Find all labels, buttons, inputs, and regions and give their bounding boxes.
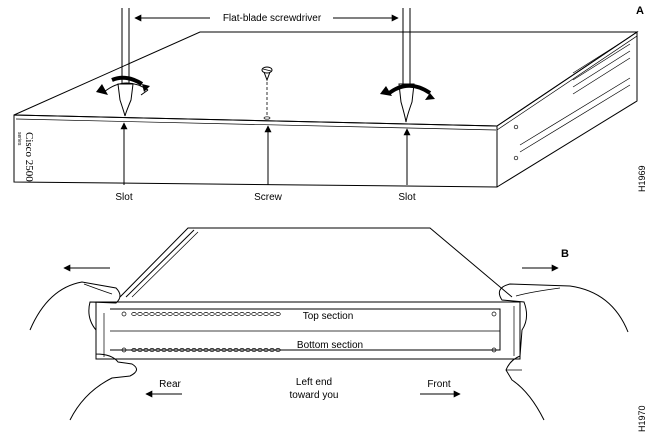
chassis-seam bbox=[15, 118, 497, 131]
vent-hole bbox=[227, 348, 233, 352]
vent-hole bbox=[221, 348, 227, 352]
left-end-label-1: Left end bbox=[296, 377, 332, 388]
vent-hole bbox=[179, 312, 185, 316]
svg-text:series: series bbox=[16, 132, 22, 146]
chassis-cover bbox=[119, 227, 513, 298]
vent-hole bbox=[269, 348, 275, 352]
slot-right-label: Slot bbox=[398, 192, 415, 203]
chassis-top-face bbox=[13, 31, 639, 127]
vent-hole bbox=[221, 312, 227, 316]
left-end-label-2: toward you bbox=[290, 390, 339, 401]
vent-hole bbox=[251, 348, 257, 352]
vent-hole bbox=[257, 312, 263, 316]
brand-logo: Cisco 2500 series bbox=[16, 132, 35, 182]
slot-left-label: Slot bbox=[115, 192, 132, 203]
vent-hole bbox=[197, 348, 203, 352]
vent-hole bbox=[269, 312, 275, 316]
vent-hole bbox=[179, 348, 185, 352]
screw-label: Screw bbox=[254, 192, 283, 203]
vent-hole bbox=[143, 312, 149, 316]
vent-hole bbox=[197, 312, 203, 316]
rear-label: Rear bbox=[159, 379, 181, 390]
vent-hole bbox=[173, 312, 179, 316]
vent-hole bbox=[161, 312, 167, 316]
vent-hole bbox=[185, 312, 191, 316]
vent-hole bbox=[167, 312, 173, 316]
side-vents bbox=[513, 36, 631, 161]
screw bbox=[261, 66, 273, 120]
vent-holes-top bbox=[121, 311, 497, 317]
right-hand bbox=[498, 283, 629, 421]
vent-hole bbox=[263, 348, 269, 352]
vent-hole bbox=[173, 348, 179, 352]
panel-a-letter: A bbox=[636, 5, 644, 17]
vent-hole bbox=[143, 348, 149, 352]
screwdriver-left bbox=[96, 8, 150, 117]
panel-a: A Cisco 2500 series bbox=[13, 5, 647, 203]
front-label: Front bbox=[427, 379, 451, 390]
vent-hole bbox=[245, 348, 251, 352]
figure-id-b: H1970 bbox=[637, 405, 647, 432]
vent-hole bbox=[239, 312, 245, 316]
vent-hole bbox=[161, 348, 167, 352]
tool-label: Flat-blade screwdriver bbox=[223, 13, 322, 24]
vent-hole bbox=[245, 312, 251, 316]
vent-hole bbox=[209, 348, 215, 352]
vent-hole bbox=[227, 312, 233, 316]
vent-hole bbox=[191, 348, 197, 352]
panel-b-letter: B bbox=[561, 248, 569, 260]
vent-hole bbox=[251, 312, 257, 316]
vent-hole bbox=[149, 348, 155, 352]
chassis-side-face bbox=[496, 31, 638, 188]
bottom-section-label: Bottom section bbox=[297, 340, 363, 351]
vent-hole bbox=[263, 312, 269, 316]
panel-b: B Top section Bottom section bbox=[29, 227, 647, 432]
vent-hole bbox=[167, 348, 173, 352]
vent-hole bbox=[185, 348, 191, 352]
vent-hole bbox=[209, 312, 215, 316]
vent-hole bbox=[203, 348, 209, 352]
rotate-arrow-left-icon bbox=[96, 84, 108, 95]
vent-hole bbox=[155, 312, 161, 316]
vent-hole bbox=[215, 312, 221, 316]
screwdriver-right bbox=[380, 8, 435, 123]
vent-hole bbox=[203, 312, 209, 316]
vent-hole bbox=[257, 348, 263, 352]
vent-hole bbox=[215, 348, 221, 352]
vent-hole bbox=[137, 312, 143, 316]
figure-id-a: H1969 bbox=[637, 165, 647, 192]
vent-hole bbox=[131, 348, 137, 352]
vent-hole bbox=[275, 348, 281, 352]
vent-hole bbox=[155, 348, 161, 352]
vent-holes-bottom bbox=[121, 347, 497, 353]
top-section-label: Top section bbox=[303, 311, 354, 322]
left-hand bbox=[29, 281, 137, 421]
vent-hole bbox=[233, 348, 239, 352]
vent-hole bbox=[233, 312, 239, 316]
vent-hole bbox=[239, 348, 245, 352]
vent-hole bbox=[191, 312, 197, 316]
svg-text:Cisco 2500: Cisco 2500 bbox=[23, 132, 35, 182]
vent-hole bbox=[275, 312, 281, 316]
vent-hole bbox=[131, 312, 137, 316]
chassis-front-face bbox=[13, 114, 498, 188]
vent-hole bbox=[137, 348, 143, 352]
rotate-arrow-right-icon bbox=[425, 93, 435, 100]
vent-hole bbox=[149, 312, 155, 316]
